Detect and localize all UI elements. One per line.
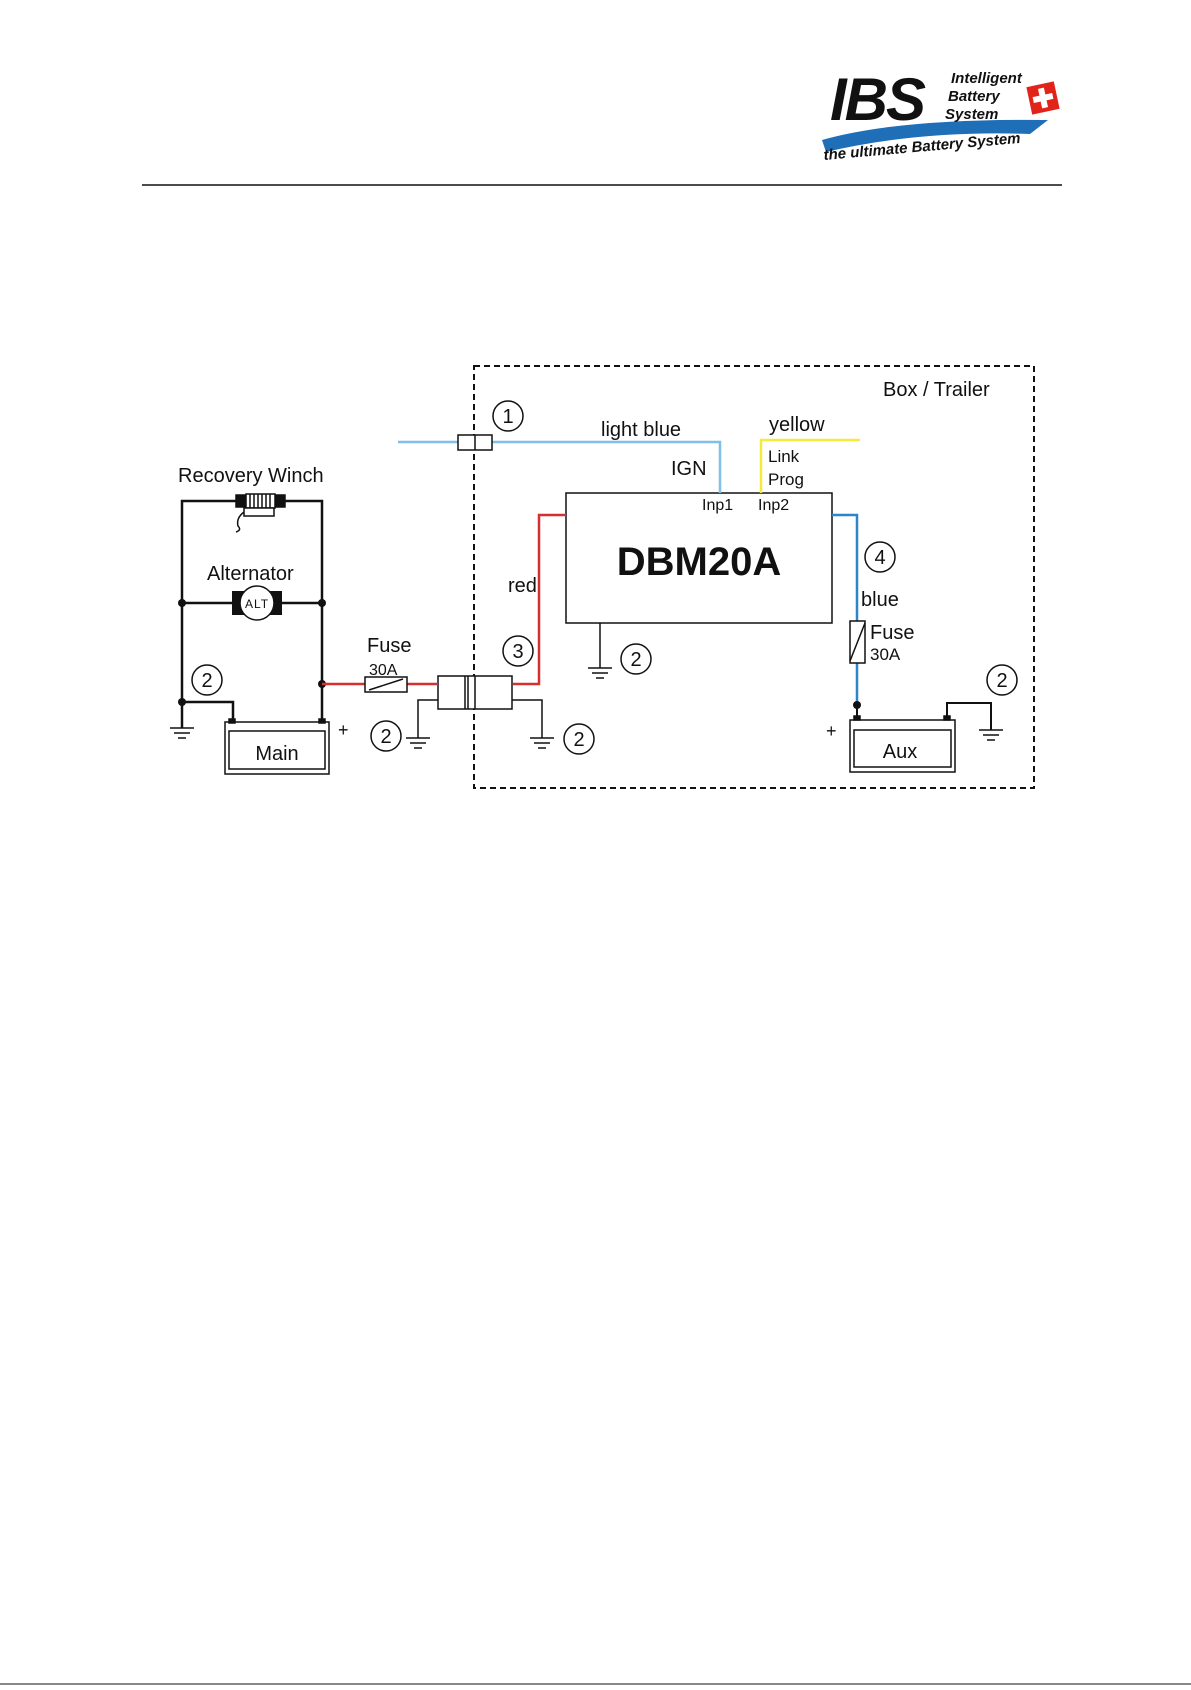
logo-line2: Battery <box>948 88 1000 105</box>
ground-device-icon <box>588 623 612 678</box>
alternator-icon: ALT <box>232 586 282 620</box>
blue-label: blue <box>861 589 899 611</box>
aux-battery-label: Aux <box>883 741 917 763</box>
inp2-label: Inp2 <box>758 497 789 514</box>
svg-text:2: 2 <box>380 726 391 748</box>
svg-text:2: 2 <box>630 649 641 671</box>
callout-4: 4 <box>865 542 895 572</box>
callout-2-main: 2 <box>192 665 222 695</box>
fuse-right <box>850 621 865 663</box>
box-trailer-label: Box / Trailer <box>883 379 990 401</box>
main-plus-label: + <box>338 720 349 740</box>
ground-aux-icon <box>979 730 1003 740</box>
ground-left-connector-icon <box>406 738 430 748</box>
swiss-flag-icon <box>1026 81 1059 114</box>
alternator-label: Alternator <box>207 563 294 585</box>
fuse-left <box>365 677 407 692</box>
logo-brand: IBS <box>830 66 926 133</box>
svg-text:3: 3 <box>512 641 523 663</box>
wiring-diagram: Box / Trailer DBM20A Inp1 Inp2 light blu… <box>170 366 1034 788</box>
winch-label: Recovery Winch <box>178 465 324 487</box>
connector-right-ground-wire <box>512 700 542 738</box>
prog-label: Prog <box>768 470 804 489</box>
fuse-left-label: Fuse <box>367 635 411 657</box>
aux-plus-label: + <box>826 721 837 741</box>
callout-2-left-connector: 2 <box>371 721 401 751</box>
fuse-right-label: Fuse <box>870 622 914 644</box>
callout-3: 3 <box>503 636 533 666</box>
svg-text:2: 2 <box>996 670 1007 692</box>
alt-symbol: ALT <box>245 597 269 611</box>
main-battery-label: Main <box>255 743 298 765</box>
ibs-logo: IBS Intelligent Battery System the ultim… <box>822 66 1060 164</box>
winch-icon <box>236 494 285 532</box>
connector-block <box>438 676 512 709</box>
yellow-label: yellow <box>769 414 825 436</box>
callout-2-aux: 2 <box>987 665 1017 695</box>
blue-wire <box>832 515 857 705</box>
ground-main-icon <box>170 728 194 738</box>
callout-1: 1 <box>493 401 523 431</box>
inp1-label: Inp1 <box>702 497 733 514</box>
svg-text:2: 2 <box>201 670 212 692</box>
callout-2-right-connector: 2 <box>564 724 594 754</box>
red-label: red <box>508 575 537 597</box>
callout-2-device: 2 <box>621 644 651 674</box>
fuse-left-rating: 30A <box>369 662 398 679</box>
ground-right-connector-icon <box>530 738 554 748</box>
svg-text:2: 2 <box>573 729 584 751</box>
link-label: Link <box>768 447 800 466</box>
light-blue-label: light blue <box>601 419 681 441</box>
fuse-right-rating: 30A <box>870 645 901 664</box>
svg-text:4: 4 <box>874 547 885 569</box>
logo-line1: Intelligent <box>951 70 1023 87</box>
logo-line3: System <box>945 106 998 123</box>
ign-label: IGN <box>671 458 707 480</box>
svg-text:1: 1 <box>502 406 513 428</box>
ign-connector <box>458 435 492 450</box>
dbm20a-title: DBM20A <box>617 540 781 584</box>
connector-left-ground-wire <box>418 700 438 738</box>
